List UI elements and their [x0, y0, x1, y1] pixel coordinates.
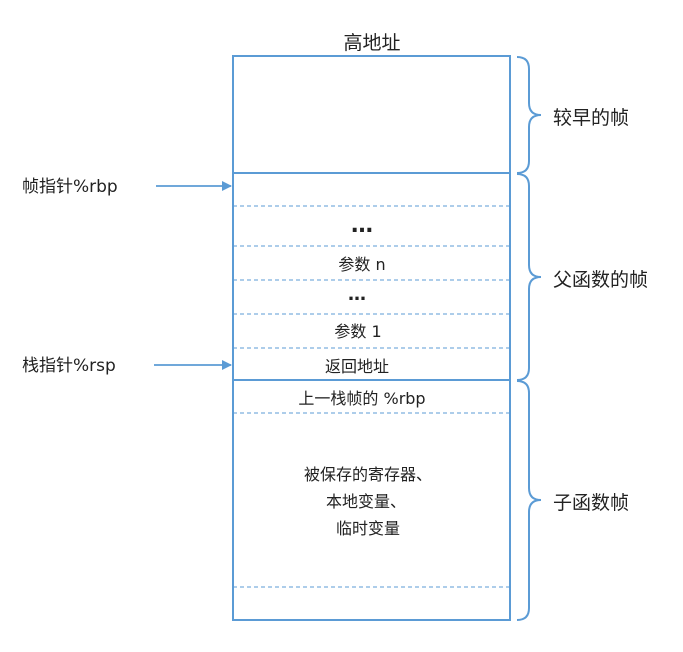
stack-pointer-label: 栈指针%rsp — [22, 356, 116, 376]
parent-frame-label: 父函数的帧 — [553, 269, 648, 291]
cell-previous-rbp: 上一栈帧的 %rbp — [298, 389, 425, 408]
cell-return-address: 返回地址 — [325, 357, 389, 376]
stack-box — [232, 55, 511, 621]
cell-saved-line-3: 临时变量 — [336, 519, 400, 538]
cell-saved-line-1: 被保存的寄存器、 — [304, 465, 432, 484]
frame-pointer-label: 帧指针%rbp — [22, 177, 118, 197]
cell-ellipsis-2: … — [348, 284, 366, 305]
cell-ellipsis-1: … — [351, 213, 373, 238]
parent-frame-brace — [516, 173, 542, 381]
child-frame-brace — [516, 380, 542, 621]
high-address-label: 高地址 — [343, 32, 400, 54]
cell-arg-n: 参数 n — [338, 255, 385, 274]
earlier-frame-label: 较早的帧 — [553, 107, 629, 129]
earlier-frame-brace — [516, 56, 542, 174]
cell-saved-line-2: 本地变量、 — [326, 492, 406, 511]
child-frame-label: 子函数帧 — [553, 492, 629, 514]
cell-arg-1: 参数 1 — [334, 322, 381, 341]
